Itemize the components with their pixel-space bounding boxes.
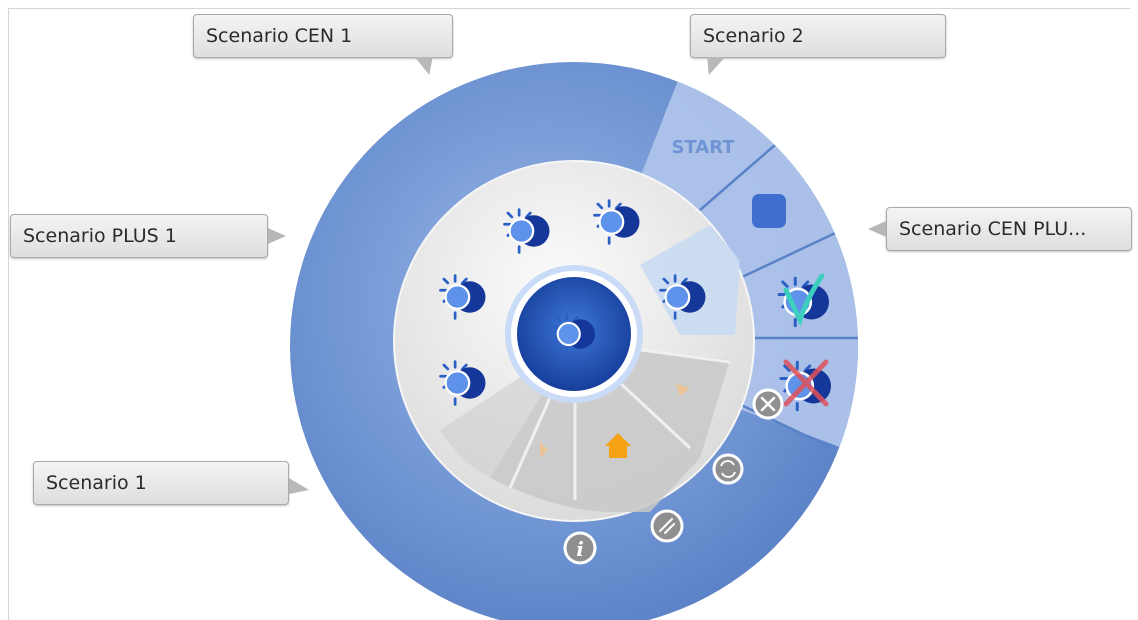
callout-scenario-plus-1[interactable]: Scenario PLUS 1 bbox=[10, 214, 268, 258]
callout-tail bbox=[868, 221, 886, 237]
stop-button[interactable] bbox=[752, 194, 786, 228]
refresh-button[interactable] bbox=[712, 453, 744, 485]
callout-scenario-2[interactable]: Scenario 2 bbox=[690, 14, 946, 58]
refresh-icon bbox=[712, 453, 744, 485]
callout-tail bbox=[268, 228, 286, 244]
home-icon bbox=[605, 433, 631, 458]
remove-scenario-button[interactable] bbox=[779, 359, 833, 412]
close-button[interactable] bbox=[752, 388, 784, 420]
callout-tail bbox=[289, 478, 309, 494]
callout-label: Scenario PLUS 1 bbox=[23, 225, 177, 247]
callout-label: Scenario 2 bbox=[703, 25, 804, 47]
callout-label: Scenario 1 bbox=[46, 472, 147, 494]
callout-scenario-1[interactable]: Scenario 1 bbox=[33, 461, 289, 505]
stop-square-icon bbox=[752, 194, 786, 228]
pad-marker-left bbox=[540, 442, 548, 458]
pad-marker-right bbox=[676, 384, 690, 396]
selected-scenario-highlight bbox=[640, 225, 740, 335]
svg-text:i: i bbox=[576, 537, 584, 561]
frame-border-left bbox=[8, 8, 9, 620]
frame-border-top bbox=[8, 8, 1130, 9]
callout-label: Scenario CEN PLU... bbox=[899, 218, 1087, 240]
resize-button[interactable] bbox=[650, 509, 684, 543]
start-button[interactable]: START bbox=[671, 137, 735, 158]
apply-scenario-button[interactable] bbox=[777, 273, 831, 328]
info-button[interactable]: i bbox=[563, 531, 597, 565]
home-button[interactable] bbox=[605, 433, 631, 458]
info-icon bbox=[563, 531, 597, 565]
resize-icon bbox=[650, 509, 684, 543]
callout-scenario-cen-plus[interactable]: Scenario CEN PLU... bbox=[886, 207, 1132, 251]
callout-scenario-cen-1[interactable]: Scenario CEN 1 bbox=[193, 14, 453, 58]
callout-label: Scenario CEN 1 bbox=[206, 25, 353, 47]
check-mark bbox=[783, 273, 825, 327]
